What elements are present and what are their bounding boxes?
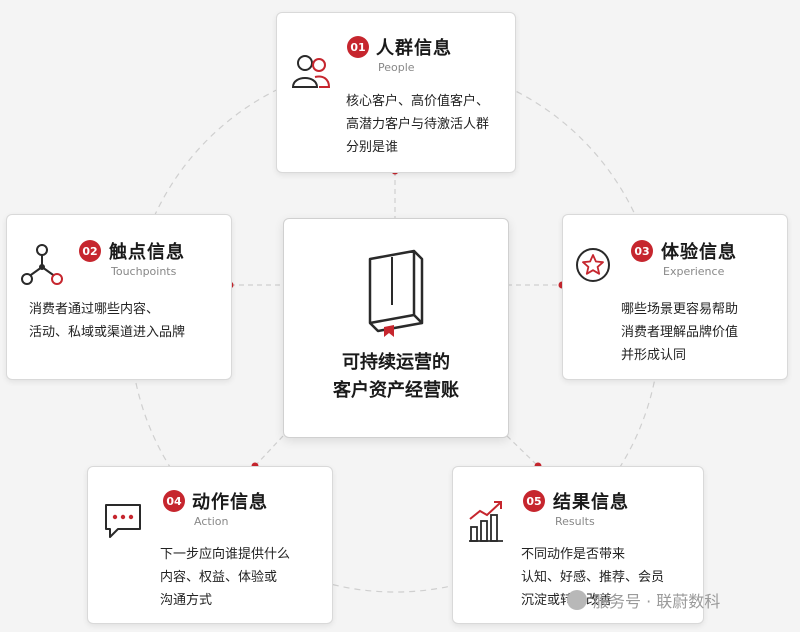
book-icon [368, 249, 424, 337]
card-subtitle: Action [194, 515, 229, 528]
card-number-badge: 05 [523, 490, 545, 512]
card-description: 核心客户、高价值客户、 高潜力客户与待激活人群 分别是谁 [346, 90, 489, 159]
people-icon [291, 55, 331, 88]
desc-line: 分别是谁 [346, 140, 399, 155]
watermark: 服务号 · 联蔚数科 [567, 588, 720, 612]
card-people: 01 人群信息 People 核心客户、高价值客户、 高潜力客户与待激活人群 分… [276, 12, 516, 173]
link-bottom-left [254, 435, 284, 467]
desc-line: 并形成认同 [621, 348, 687, 363]
card-title: 结果信息 [553, 492, 629, 513]
card-description: 哪些场景更容易帮助 消费者理解品牌价值 并形成认同 [621, 298, 738, 367]
desc-line: 认知、好感、推荐、会员 [521, 570, 665, 585]
card-title: 动作信息 [192, 492, 268, 513]
card-subtitle: People [378, 61, 415, 74]
desc-line: 消费者理解品牌价值 [621, 325, 739, 340]
desc-line: 哪些场景更容易帮助 [621, 302, 739, 317]
growth-chart-icon [469, 501, 503, 542]
card-number-badge: 04 [163, 490, 185, 512]
card-experience: 03 体验信息 Experience 哪些场景更容易帮助 消费者理解品牌价值 并… [562, 214, 788, 380]
network-icon [21, 244, 63, 285]
desc-line: 内容、权益、体验或 [160, 570, 278, 585]
star-icon [576, 248, 610, 282]
card-description: 消费者通过哪些内容、 活动、私域或渠道进入品牌 [29, 298, 185, 344]
center-title-line2: 客户资产经营账 [333, 380, 459, 401]
card-title: 人群信息 [376, 38, 452, 59]
link-bottom-right [506, 435, 539, 467]
desc-line: 沉淀或转化改善 [521, 589, 664, 612]
desc-line: 不同动作是否带来 [521, 547, 626, 562]
center-title: 可持续运营的 客户资产经营账 [284, 349, 508, 405]
desc-line: 下一步应向谁提供什么 [160, 547, 291, 562]
desc-line: 沟通方式 [160, 593, 213, 608]
watermark-text: 服务号 · 联蔚数科 [593, 592, 721, 611]
desc-line: 消费者通过哪些内容、 [29, 302, 160, 317]
desc-line: 高潜力客户与待激活人群 [346, 117, 490, 132]
card-number-badge: 02 [79, 240, 101, 262]
card-description: 不同动作是否带来 认知、好感、推荐、会员 沉淀或转化改善 [521, 543, 664, 612]
chat-icon [105, 504, 141, 538]
card-title: 触点信息 [109, 242, 185, 263]
card-subtitle: Touchpoints [111, 265, 177, 278]
card-touchpoints: 02 触点信息 Touchpoints 消费者通过哪些内容、 活动、私域或渠道进… [6, 214, 232, 380]
card-action: 04 动作信息 Action 下一步应向谁提供什么 内容、权益、体验或 沟通方式 [87, 466, 333, 624]
card-subtitle: Results [555, 515, 595, 528]
card-title: 体验信息 [661, 242, 737, 263]
card-number-badge: 01 [347, 36, 369, 58]
center-title-line1: 可持续运营的 [342, 352, 450, 373]
desc-line: 活动、私域或渠道进入品牌 [29, 325, 186, 340]
center-card: 可持续运营的 客户资产经营账 [283, 218, 509, 438]
card-subtitle: Experience [663, 265, 725, 278]
wechat-logo-icon [567, 590, 587, 610]
desc-line: 核心客户、高价值客户、 [346, 94, 490, 109]
card-number-badge: 03 [631, 240, 653, 262]
card-description: 下一步应向谁提供什么 内容、权益、体验或 沟通方式 [160, 543, 290, 612]
